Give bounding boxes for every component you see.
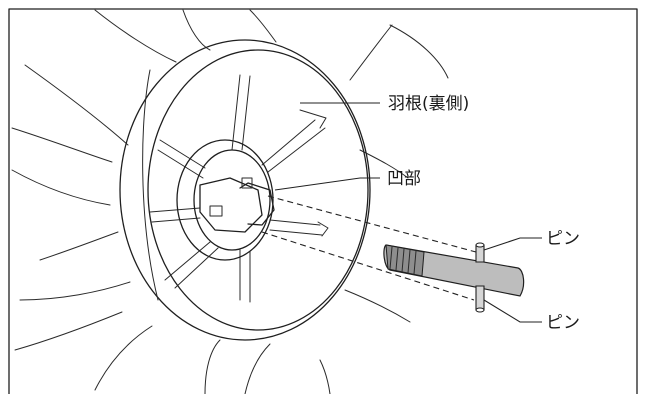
blade-outline (359, 149, 409, 179)
label-pin-top: ピン (546, 229, 580, 249)
blade-outline (11, 169, 111, 206)
blade-outline (94, 9, 177, 63)
pin-top-head (475, 242, 485, 248)
center-boss (176, 139, 275, 261)
blade-outline (389, 24, 449, 79)
blade-outline (249, 9, 277, 43)
spoke (157, 139, 206, 179)
diagram-frame (8, 8, 638, 394)
spoke (231, 74, 251, 151)
blade-outline (204, 339, 221, 394)
blade-outline (244, 343, 271, 394)
rim-inner-edge (147, 49, 369, 331)
blade-outline (11, 127, 113, 163)
spoke (239, 249, 251, 303)
hub-spokes (149, 74, 329, 303)
spoke (269, 219, 323, 236)
blade-outline (39, 231, 119, 261)
spoke (261, 119, 326, 173)
blade-outline (319, 359, 331, 394)
blade-outline (24, 64, 129, 146)
leader-pin-top (483, 237, 542, 251)
hub-rim (119, 39, 371, 341)
alignment-guides (261, 195, 477, 301)
pin-top (475, 244, 485, 263)
label-pin-bottom: ピン (546, 313, 580, 333)
blade-outline (14, 311, 123, 351)
dashed-guide-upper (267, 195, 477, 253)
pin-bottom-head (475, 307, 485, 313)
spoke-tip (299, 109, 327, 129)
leader-lines (274, 102, 542, 323)
blade-outline (94, 325, 153, 391)
blade-outline (182, 9, 211, 51)
spoke (164, 241, 219, 289)
recess-notch (239, 182, 275, 226)
leader-recess (274, 177, 380, 191)
recess-slot (241, 177, 253, 189)
shaft (383, 242, 525, 313)
blade-outline (19, 281, 131, 301)
rim-depth-line (142, 69, 159, 301)
spoke-tip (317, 221, 329, 237)
fan-blades (11, 9, 449, 394)
recess-slot (209, 205, 223, 217)
boss-outer (176, 139, 274, 261)
leader-pin-bottom (483, 299, 542, 323)
blade-outline (344, 289, 411, 323)
blade-outline (349, 24, 393, 81)
pin-bottom (475, 285, 485, 311)
label-blade-back: 羽根(裏側) (388, 93, 469, 114)
boss-hex-nut (199, 177, 263, 233)
rim-outer-edge (119, 39, 371, 341)
boss-inner (193, 149, 271, 251)
spoke (149, 207, 201, 223)
thread-grooves (389, 246, 417, 275)
dashed-guide-lower (261, 231, 475, 301)
label-recess: 凹部 (387, 169, 421, 189)
